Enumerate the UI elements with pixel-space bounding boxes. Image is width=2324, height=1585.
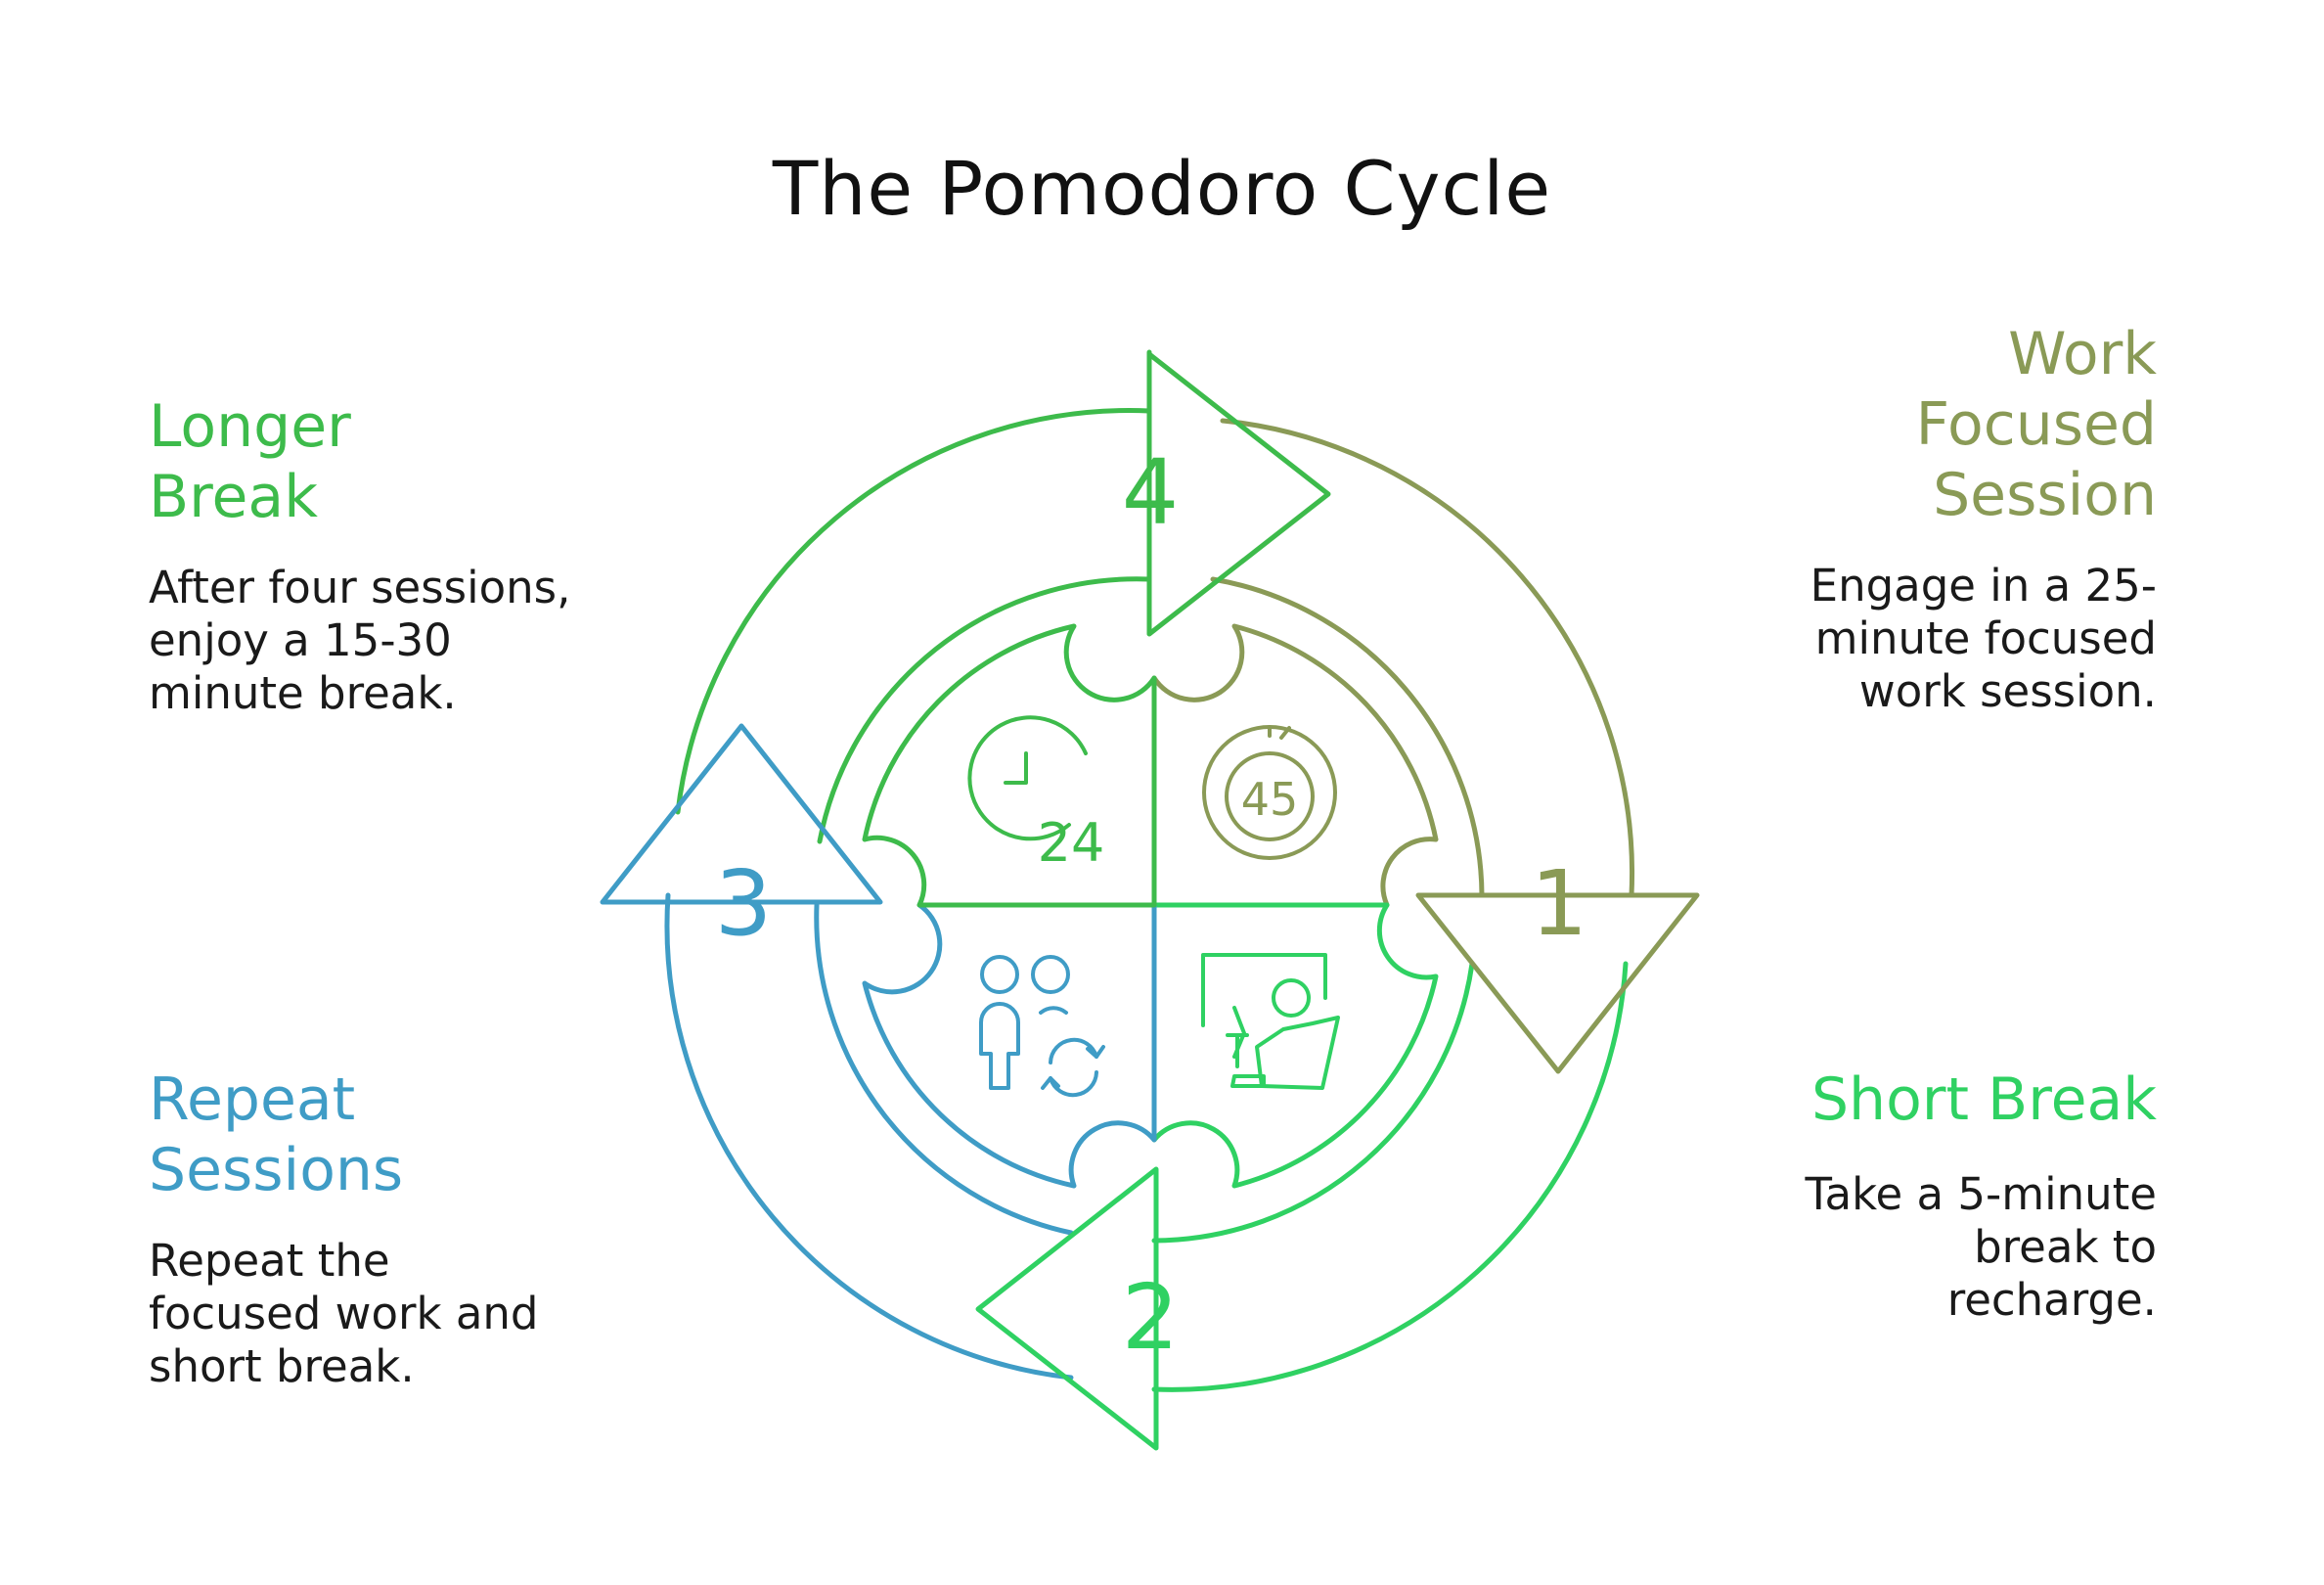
inner-arc-repeat	[814, 902, 1074, 1236]
stage-description: After four sessions, enjoy a 15-30 minut…	[149, 562, 571, 719]
arc-short-break	[1151, 961, 1629, 1392]
quadrant-repeat-sessions	[862, 902, 1157, 1189]
arc-work-session	[1220, 418, 1635, 898]
stopwatch-icon-label: 45	[1241, 773, 1299, 826]
arrow-head-4	[1146, 351, 1331, 637]
person-relaxing-icon	[1201, 953, 1340, 1090]
stage-short-break: Short Break Take a 5-minute break to rec…	[1609, 1064, 2157, 1327]
stage-title: Longer Break	[149, 392, 351, 531]
arc-repeat-sessions	[664, 892, 1074, 1381]
stopwatch-45-icon	[1202, 725, 1337, 860]
stage-work-focused-session: Work Focused Session Engage in a 25- min…	[1609, 319, 2157, 718]
stage-repeat-sessions: Repeat Sessions Repeat the focused work …	[149, 1064, 696, 1393]
stage-title: Repeat Sessions	[149, 1065, 404, 1204]
stage-description: Take a 5-minute break to recharge.	[1805, 1168, 2157, 1326]
stage-number-2: 2	[1122, 1265, 1180, 1370]
stage-description: Engage in a 25- minute focused work sess…	[1810, 560, 2157, 717]
inner-arc-work	[1210, 576, 1485, 898]
arrow-head-2	[975, 1166, 1159, 1451]
stage-number-4: 4	[1122, 440, 1180, 545]
stage-description: Repeat the focused work and short break.	[149, 1235, 539, 1392]
clock-icon-label: 24	[1038, 812, 1105, 874]
stage-number-1: 1	[1531, 851, 1588, 956]
arc-longer-break	[675, 408, 1152, 815]
arrow-head-1	[1415, 892, 1700, 1074]
arrow-head-3	[600, 723, 883, 905]
stage-number-3: 3	[715, 851, 773, 956]
people-repeat-icon	[979, 955, 1105, 1098]
quadrant-work-session	[1151, 623, 1439, 908]
inner-arc-longer	[817, 576, 1152, 844]
inner-arc-short	[1151, 961, 1475, 1244]
clock-24-icon	[967, 715, 1088, 841]
stage-title: Work Focused Session	[1915, 320, 2157, 529]
stage-longer-break: Longer Break After four sessions, enjoy …	[149, 391, 696, 720]
quadrant-longer-break	[862, 623, 1157, 908]
stage-title: Short Break	[1810, 1065, 2157, 1134]
page-title: The Pomodoro Cycle	[772, 145, 1552, 232]
quadrant-short-break	[1151, 902, 1439, 1189]
